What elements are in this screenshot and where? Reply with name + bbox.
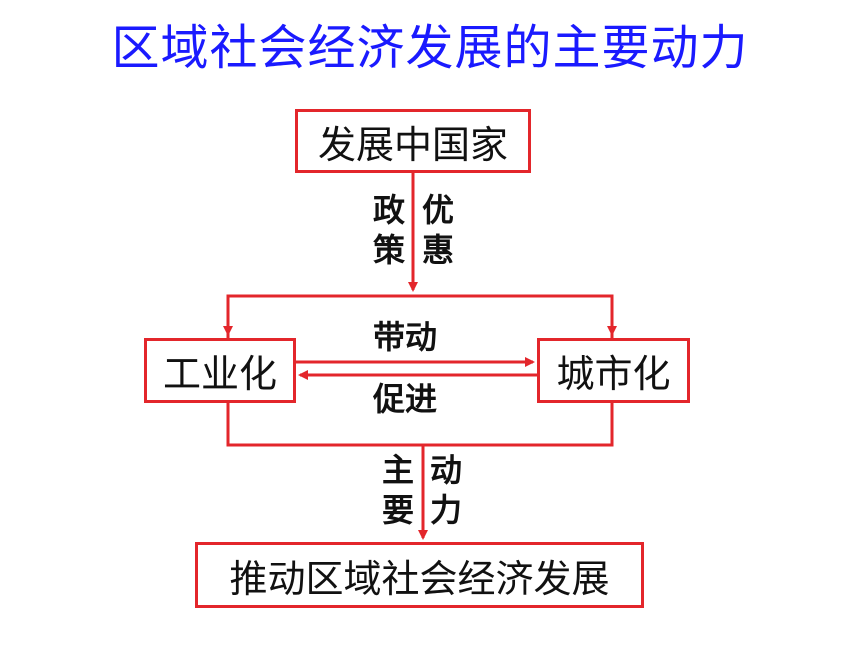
merge-line: [226, 403, 614, 447]
label-preferential-char-2: 惠: [421, 231, 454, 269]
label-policy-char-2: 策: [372, 231, 405, 269]
label-force: 动 力: [426, 450, 466, 530]
label-main-char-1: 主: [381, 451, 414, 489]
node-industrialization: 工业化: [144, 338, 296, 403]
label-promote: 促进: [373, 380, 438, 418]
label-policy-char-1: 政: [372, 191, 405, 229]
label-preferential-char-1: 优: [421, 191, 454, 229]
label-main-char-2: 要: [381, 491, 414, 529]
node-developing-countries: 发展中国家: [295, 109, 531, 173]
label-main: 主 要: [378, 450, 418, 530]
label-preferential: 优 惠: [418, 190, 458, 270]
node-urbanization: 城市化: [537, 338, 690, 403]
label-drive: 带动: [373, 318, 438, 356]
label-force-char-2: 力: [429, 491, 462, 529]
label-policy: 政 策: [369, 190, 409, 270]
diagram-title: 区域社会经济发展的主要动力: [111, 20, 749, 76]
label-force-char-1: 动: [429, 451, 462, 489]
node-regional-development: 推动区域社会经济发展: [195, 542, 644, 608]
